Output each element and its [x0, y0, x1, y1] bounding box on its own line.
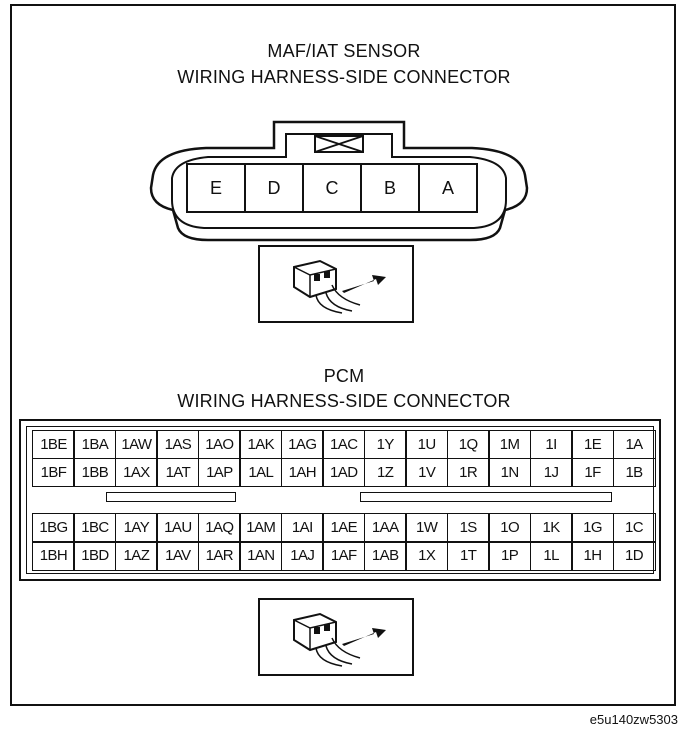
pcm-pin-cell: 1N	[488, 457, 532, 487]
pcm-pin-cell: 1V	[405, 457, 449, 487]
maf-pin: A	[418, 163, 478, 213]
pcm-pin-cell: 1AO	[197, 430, 241, 459]
pcm-pin-cell: 1O	[488, 513, 532, 543]
pcm-pin-cell: 1B	[612, 457, 656, 487]
pcm-connector-inner	[26, 426, 654, 574]
pcm-pin-cell: 1AD	[322, 457, 366, 487]
pcm-pin-cell: 1I	[529, 430, 573, 459]
pcm-pin-cell: 1BB	[73, 457, 117, 487]
pcm-pin-cell: 1S	[446, 513, 490, 543]
pcm-pin-cell: 1R	[446, 457, 490, 487]
maf-pin: C	[302, 163, 362, 213]
pcm-pin-cell: 1AT	[156, 457, 200, 487]
pcm-pin-cell: 1G	[571, 513, 615, 543]
pcm-pin-cell: 1P	[488, 541, 532, 571]
diagram-frame	[10, 4, 676, 706]
pcm-pin-cell: 1AC	[322, 430, 366, 459]
pcm-pin-cell: 1U	[405, 430, 449, 459]
pcm-pin-cell: 1AY	[114, 513, 158, 543]
pcm-pin-cell: 1AF	[322, 541, 366, 571]
pcm-pin-cell: 1AX	[114, 457, 158, 487]
pcm-pin-cell: 1L	[529, 541, 573, 571]
maf-title-line1: MAF/IAT SENSOR	[267, 41, 421, 61]
pcm-pin-cell: 1BD	[73, 541, 117, 571]
pcm-title-line1: PCM	[323, 366, 365, 386]
pcm-pin-cell: 1X	[405, 541, 449, 571]
pcm-pin-cell: 1AE	[322, 513, 366, 543]
maf-title-line2: WIRING HARNESS-SIDE CONNECTOR	[177, 67, 511, 87]
pcm-pin-cell: 1Y	[363, 430, 407, 459]
pcm-pin-cell: 1A	[612, 430, 656, 459]
pcm-pin-cell: 1AI	[280, 513, 324, 543]
pcm-pin-cell: 1AK	[239, 430, 283, 459]
pcm-pin-cell: 1BE	[32, 430, 75, 459]
pcm-pin-cell: 1J	[529, 457, 573, 487]
pcm-pin-cell: 1K	[529, 513, 573, 543]
pcm-key-bar-left	[106, 492, 236, 502]
pcm-pin-cell: 1Q	[446, 430, 490, 459]
pcm-pin-cell: 1F	[571, 457, 615, 487]
pcm-pin-cell: 1AL	[239, 457, 283, 487]
pcm-pin-cell: 1D	[612, 541, 656, 571]
pcm-title-line2: WIRING HARNESS-SIDE CONNECTOR	[177, 391, 511, 411]
pcm-pin-cell: 1AW	[114, 430, 158, 459]
pcm-connector-outer	[19, 419, 661, 581]
maf-connector-thumbnail	[258, 245, 414, 323]
maf-pin: E	[186, 163, 246, 213]
pcm-pin-cell: 1AH	[280, 457, 324, 487]
maf-pin: B	[360, 163, 420, 213]
pcm-pin-cell: 1C	[612, 513, 656, 543]
pcm-pin-cell: 1BF	[32, 457, 75, 487]
connector-plug-icon	[293, 259, 386, 314]
pcm-pin-cell: 1AV	[156, 541, 200, 571]
pcm-pin-cell: 1AJ	[280, 541, 324, 571]
pcm-pin-cell: 1AN	[239, 541, 283, 571]
pcm-pin-cell: 1BC	[73, 513, 117, 543]
pcm-pin-cell: 1W	[405, 513, 449, 543]
pcm-pin-cell: 1AQ	[197, 513, 241, 543]
pcm-pin-cell: 1BG	[32, 513, 75, 543]
pcm-pin-cell: 1M	[488, 430, 532, 459]
pcm-pin-cell: 1AB	[363, 541, 407, 571]
pcm-pin-cell: 1E	[571, 430, 615, 459]
pcm-pin-cell: 1BA	[73, 430, 117, 459]
pin-label: D	[267, 177, 281, 198]
pcm-pin-cell: 1AS	[156, 430, 200, 459]
connector-plug-icon	[293, 612, 386, 667]
pcm-pin-cell: 1Z	[363, 457, 407, 487]
pcm-pin-cell: 1AG	[280, 430, 324, 459]
maf-pin-row: E D C B A	[186, 163, 478, 213]
pin-label: A	[441, 177, 454, 198]
pcm-pin-cell: 1H	[571, 541, 615, 571]
pin-label: B	[383, 177, 396, 198]
pin-label: C	[325, 177, 339, 198]
image-code-label: e5u140zw5303	[589, 712, 678, 727]
pcm-pin-cell: 1AP	[197, 457, 241, 487]
maf-pin: D	[244, 163, 304, 213]
pcm-pin-cell: 1AR	[197, 541, 241, 571]
pcm-key-bar-right	[360, 492, 612, 502]
pcm-pin-cell: 1AM	[239, 513, 283, 543]
pcm-pin-cell: 1BH	[32, 541, 75, 571]
pin-label: E	[209, 177, 222, 198]
pcm-connector-thumbnail	[258, 598, 414, 676]
pcm-pin-cell: 1AU	[156, 513, 200, 543]
pcm-pin-cell: 1AZ	[114, 541, 158, 571]
pcm-pin-cell: 1T	[446, 541, 490, 571]
pcm-pin-cell: 1AA	[363, 513, 407, 543]
